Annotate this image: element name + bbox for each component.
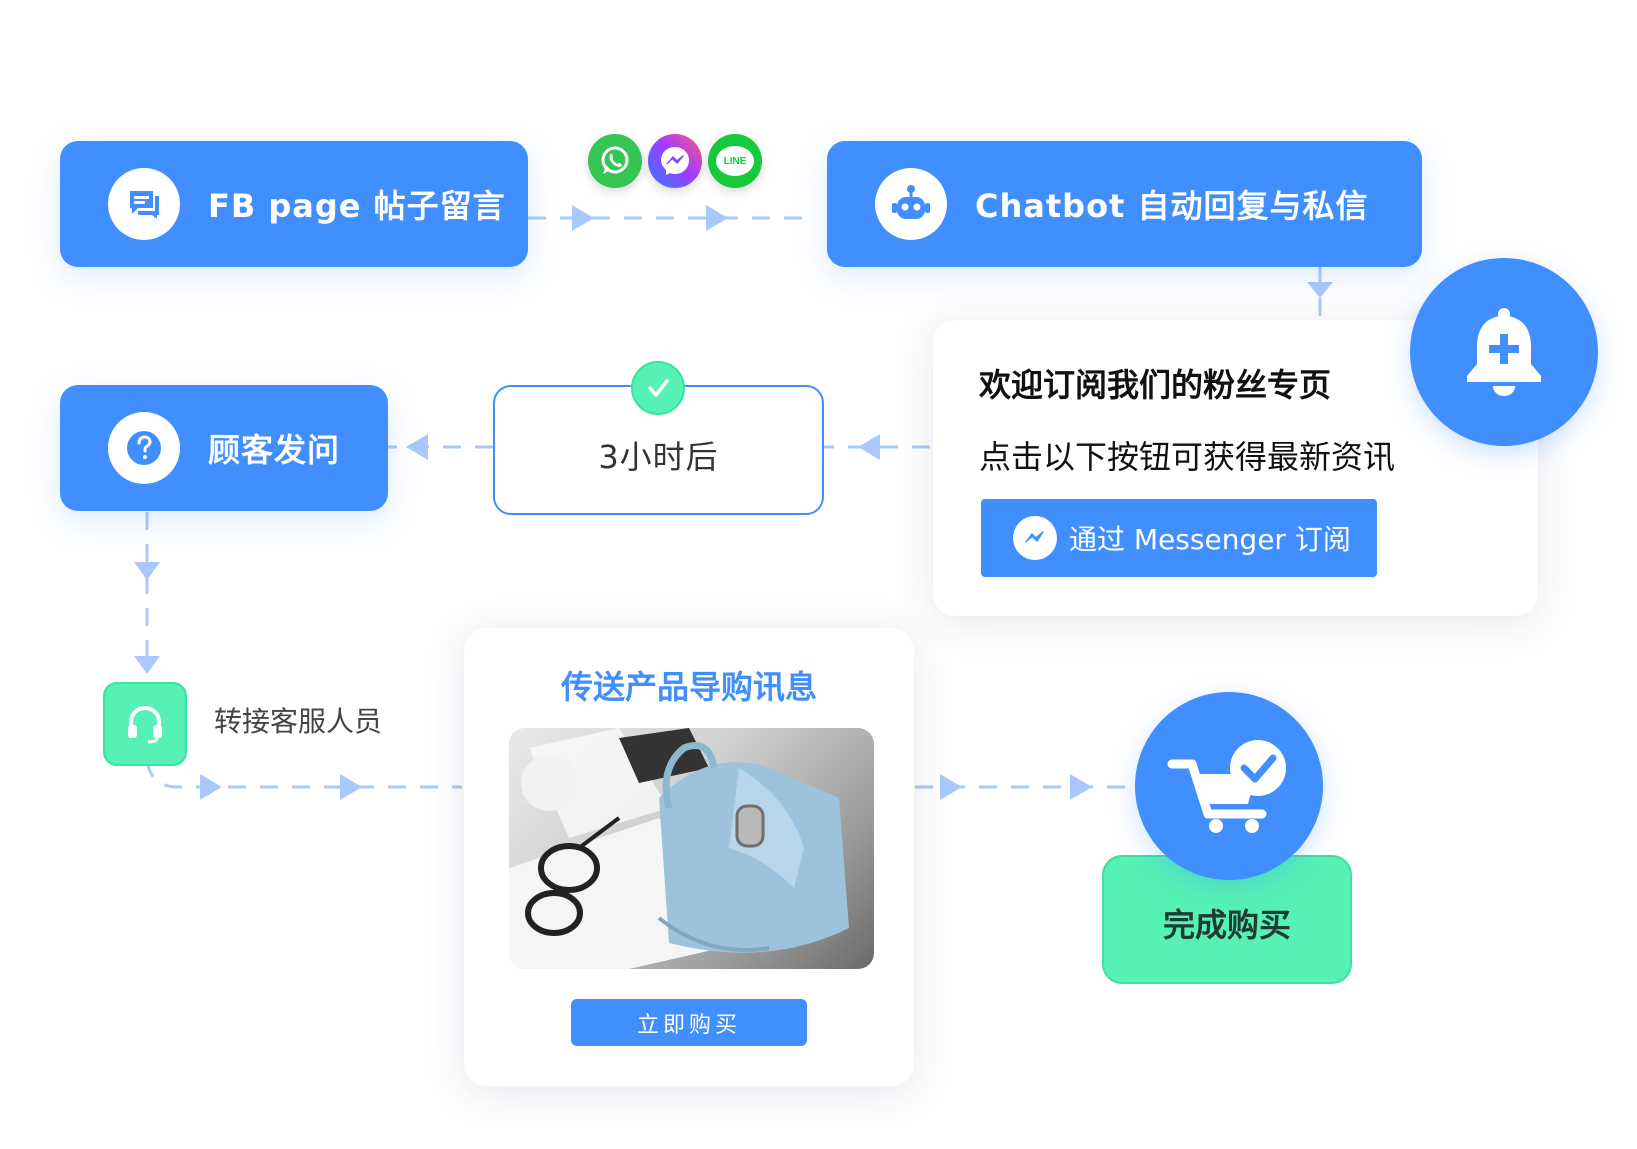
connector-agent-product bbox=[145, 759, 462, 789]
robot-icon bbox=[875, 168, 947, 240]
question-icon bbox=[108, 412, 180, 484]
product-card: 传送产品导购讯息 立即购买 bbox=[464, 628, 914, 1086]
chatbot-node: Chatbot 自动回复与私信 bbox=[827, 141, 1422, 267]
transfer-agent-label: 转接客服人员 bbox=[214, 705, 383, 738]
arrow-head bbox=[1070, 774, 1092, 800]
messenger-subscribe-label: 通过 Messenger 订阅 bbox=[1069, 523, 1351, 556]
arrow-head bbox=[1307, 282, 1333, 298]
customer-question-label: 顾客发问 bbox=[208, 431, 341, 469]
subscribe-subtitle: 点击以下按钮可获得最新资讯 bbox=[979, 438, 1396, 476]
arrow-head bbox=[134, 562, 160, 580]
messenger-subscribe-button[interactable]: 通过 Messenger 订阅 bbox=[981, 499, 1377, 577]
messenger-icon bbox=[648, 134, 702, 188]
arrow-head bbox=[200, 774, 222, 800]
product-card-title: 传送产品导购讯息 bbox=[560, 668, 817, 706]
arrow-head bbox=[134, 656, 160, 674]
line-icon: LINE bbox=[708, 134, 762, 188]
arrow-head bbox=[340, 774, 362, 800]
arrow-head bbox=[706, 205, 728, 231]
arrow-head bbox=[572, 205, 594, 231]
product-photo bbox=[509, 728, 874, 969]
wait-label: 3小时后 bbox=[598, 438, 719, 476]
fb-page-label: FB page 帖子留言 bbox=[208, 187, 506, 225]
purchase-done-label: 完成购买 bbox=[1162, 906, 1291, 944]
arrow-head bbox=[858, 434, 880, 460]
fb-page-node: FB page 帖子留言 bbox=[60, 141, 528, 267]
buy-now-button[interactable]: 立即购买 bbox=[571, 999, 807, 1046]
cart-check-icon bbox=[1135, 692, 1323, 880]
chatbot-label: Chatbot 自动回复与私信 bbox=[975, 187, 1369, 225]
channel-icons: LINE bbox=[588, 134, 768, 190]
line-logo-text: LINE bbox=[723, 155, 747, 167]
arrow-head bbox=[940, 774, 962, 800]
bell-plus-icon bbox=[1410, 258, 1598, 446]
messenger-icon bbox=[1013, 516, 1057, 560]
comment-icon bbox=[108, 168, 180, 240]
whatsapp-icon bbox=[588, 134, 642, 188]
arrow-head bbox=[406, 434, 428, 460]
wait-3h-node: 3小时后 bbox=[493, 385, 824, 515]
customer-question-node: 顾客发问 bbox=[60, 385, 388, 511]
subscribe-title: 欢迎订阅我们的粉丝专页 bbox=[979, 366, 1332, 404]
headset-icon bbox=[103, 682, 187, 766]
check-icon bbox=[631, 361, 685, 415]
